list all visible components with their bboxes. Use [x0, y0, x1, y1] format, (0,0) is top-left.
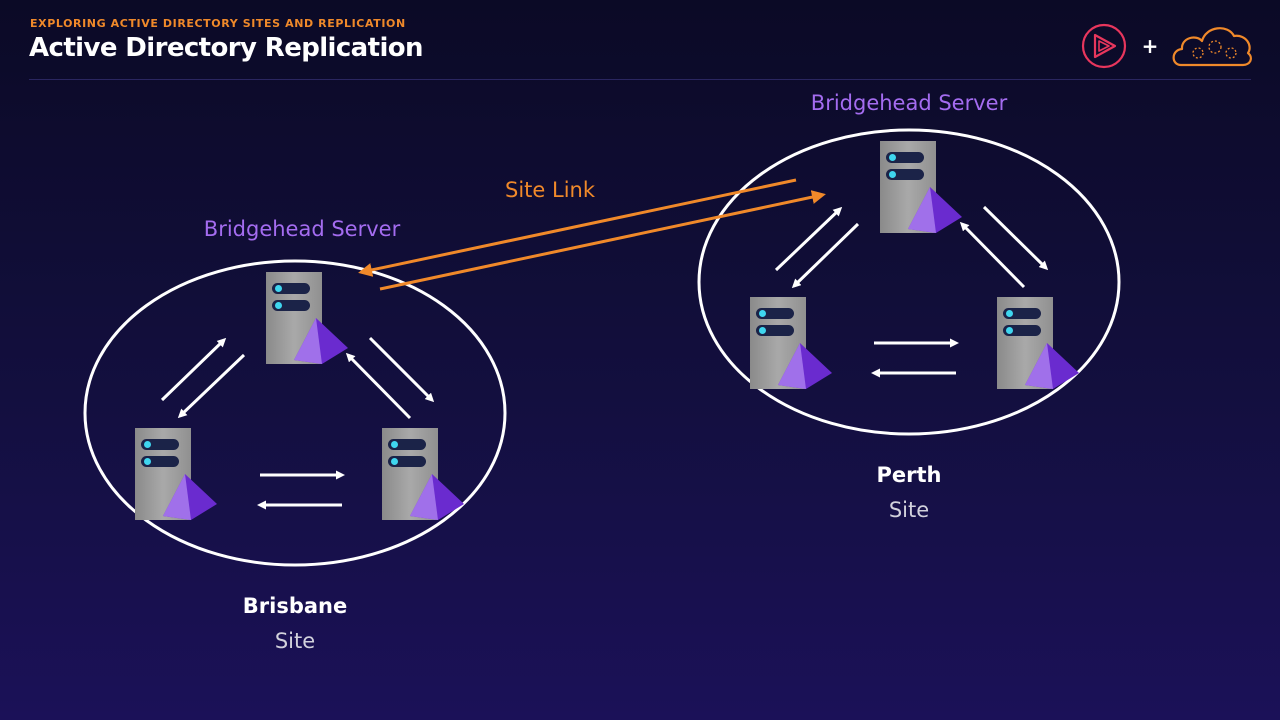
page-title: Active Directory Replication — [29, 33, 424, 63]
brisbane-bridgehead-label: Bridgehead Server — [203, 217, 401, 241]
brisbane-site-name: Brisbane — [242, 594, 348, 618]
brisbane-bridgehead-server-icon — [266, 272, 348, 364]
replication-arrow — [345, 352, 412, 420]
perth-site-name: Perth — [876, 463, 942, 487]
brisbane-replication-arrows — [160, 336, 435, 510]
perth-site-boundary — [697, 128, 1121, 436]
section-eyebrow: EXPLORING ACTIVE DIRECTORY SITES AND REP… — [30, 17, 406, 30]
replication-arrow — [959, 221, 1026, 289]
replication-arrow — [791, 222, 860, 289]
replication-arrow — [774, 206, 843, 272]
brisbane-site-type: Site — [274, 629, 316, 653]
plus-sign: + — [1142, 34, 1159, 58]
replication-arrow — [982, 205, 1049, 271]
pluralsight-play-icon — [1081, 23, 1127, 69]
perth-bridgehead-server-icon — [880, 141, 962, 233]
site-link-arrow-to-perth — [379, 190, 826, 291]
perth-replication-arrows — [774, 205, 1049, 378]
site-link-arrows — [358, 178, 826, 291]
site-link-arrow-to-brisbane — [358, 178, 797, 277]
perth-site-type: Site — [888, 498, 930, 522]
perth-server-left-icon — [750, 297, 832, 389]
brisbane-server-right-icon — [382, 428, 464, 520]
site-link-label: Site Link — [505, 178, 595, 202]
brisbane-server-left-icon — [135, 428, 217, 520]
perth-server-right-icon — [997, 297, 1079, 389]
replication-arrow — [368, 336, 435, 403]
replication-arrow — [177, 353, 246, 419]
brisbane-site-boundary — [83, 259, 507, 567]
header-divider — [29, 79, 1251, 80]
perth-bridgehead-label: Bridgehead Server — [810, 91, 1008, 115]
brand-logos: + — [1081, 23, 1252, 69]
cloud-icon — [1172, 27, 1252, 67]
replication-arrow — [160, 337, 227, 402]
